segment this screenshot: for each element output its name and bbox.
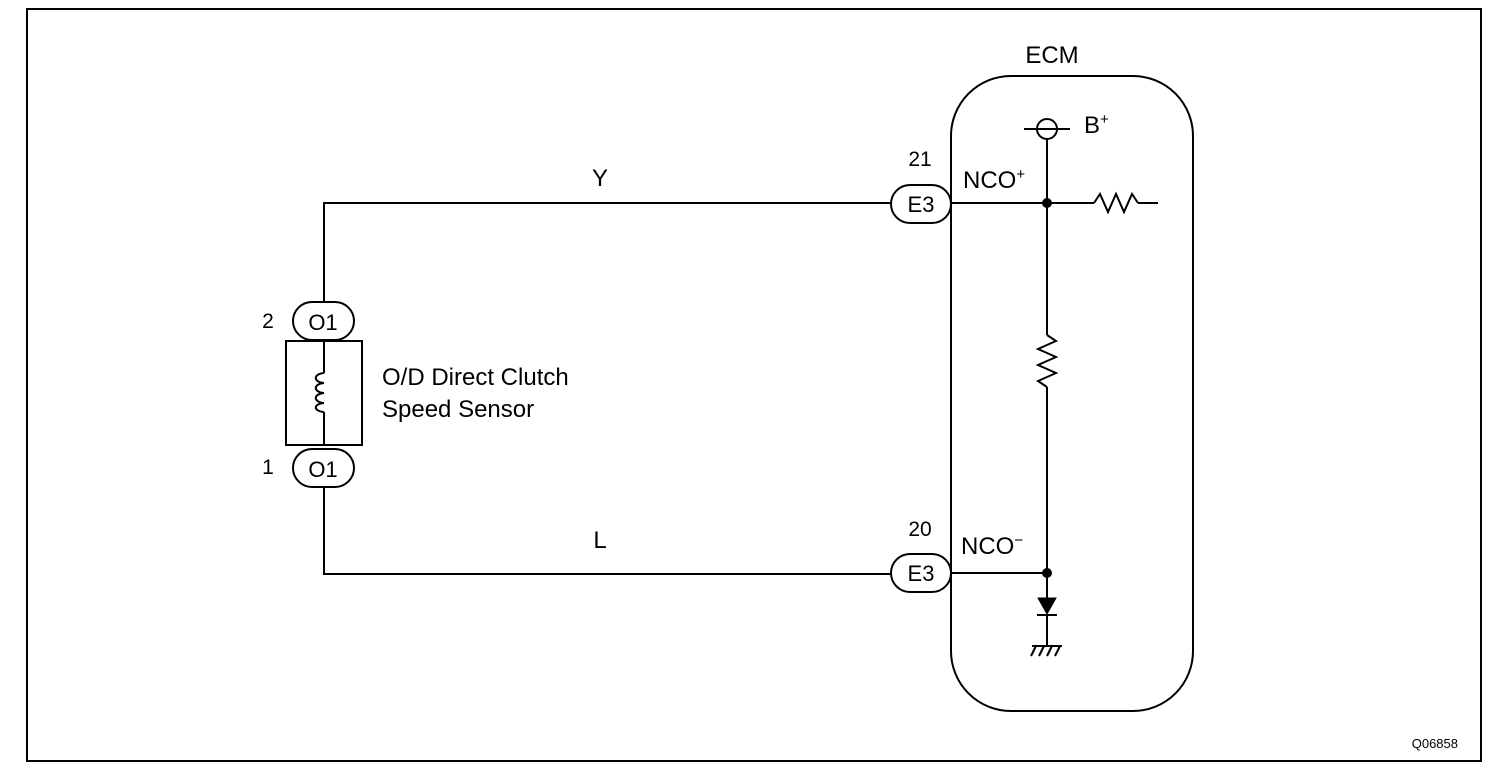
wire-top-color: Y [592,165,608,192]
sensor-pin-bottom: 1 [262,456,274,479]
ecm-connector-bottom-label: E3 [908,561,935,586]
sensor-name-line2: Speed Sensor [382,396,534,423]
ecm-pin-top: 21 [908,148,931,171]
signal-nco-minus-sup: − [1014,532,1023,549]
sensor-connector-bottom [292,448,355,488]
sensor-connector-top-label: O1 [308,310,337,335]
ecm-pin-bottom: 20 [908,518,931,541]
outer-frame [26,8,1482,762]
resistor-horizontal-icon [1093,191,1139,215]
power-label: B+ [1084,111,1109,139]
wire-top [323,202,893,307]
junction-dot-bottom [1042,568,1052,578]
ecm-connector-top-label: E3 [908,192,935,217]
signal-nco-minus-text: NCO [961,533,1014,560]
sensor-pin-top: 2 [262,310,274,333]
power-label-sup: + [1100,111,1109,128]
resistor-vertical-icon [1035,334,1059,388]
signal-nco-plus-sup: + [1016,166,1025,183]
signal-nco-plus-text: NCO [963,167,1016,194]
signal-nco-plus: NCO+ [963,166,1025,194]
power-label-text: B [1084,112,1100,139]
wire-bottom [323,488,893,575]
figure-code: Q06858 [1412,736,1458,751]
sensor-name-line1: O/D Direct Clutch [382,364,569,391]
coil-icon [314,372,325,413]
ground-icon [1030,645,1062,657]
signal-nco-minus: NCO− [961,532,1023,560]
sensor-connector-bottom-label: O1 [308,457,337,482]
wire-bottom-color: L [593,527,606,554]
ecm-box [950,75,1194,712]
diode-icon [1037,597,1057,616]
ecm-title: ECM [1025,42,1078,69]
